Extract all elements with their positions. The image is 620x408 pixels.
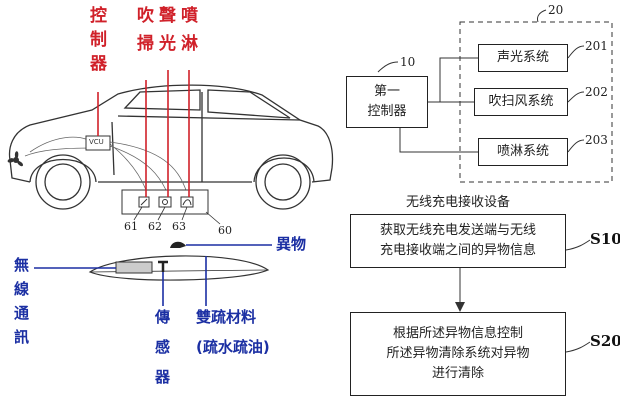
wireless-comm-label: 無 線 通 訊	[14, 256, 30, 346]
controller-connectors	[399, 57, 478, 153]
blow-sweep-system-box: 吹扫风系统	[474, 88, 568, 116]
system-callouts	[567, 45, 585, 153]
blue-leaders	[34, 244, 272, 306]
sound-light-system-box: 声光系统	[478, 44, 568, 72]
sensor-label: 傳 感 器	[155, 308, 171, 386]
system-number-203: 203	[585, 133, 608, 147]
sound-light-label: 聲 光	[159, 6, 176, 54]
device-module	[121, 189, 209, 215]
part-leaders	[133, 206, 221, 225]
blow-sweep-label: 吹 掃	[137, 6, 154, 54]
material-note: (疏水疏油)	[196, 338, 270, 356]
step-s20-box: 根据所述异物信息控制 所述异物清除系统对异物 进行清除	[350, 312, 566, 396]
controller-label: 控 制 器	[90, 6, 107, 74]
controller-line1: 第一	[373, 84, 400, 99]
foreign-object-label: 異物	[276, 235, 307, 253]
controller-callout	[377, 61, 399, 73]
part-number-63: 63	[172, 220, 186, 233]
vcu-text: VCU	[89, 138, 104, 146]
first-controller-box: 第一 控制器	[346, 76, 428, 128]
group-callout	[537, 9, 547, 23]
step-s20-id: S20	[590, 332, 620, 350]
material-label: 雙疏材料	[196, 308, 257, 326]
controller-number: 10	[400, 55, 416, 69]
controller-line2: 控制器	[367, 104, 407, 119]
step-s10-id: S10	[590, 230, 620, 248]
step-s10-box: 获取无线充电发送端与无线 充电接收端之间的异物信息	[350, 214, 566, 268]
sensor-element	[158, 260, 168, 272]
spray-system-box: 喷淋系统	[478, 138, 568, 166]
system-number-202: 202	[585, 85, 608, 99]
foreign-object-shape	[170, 241, 186, 248]
spray-label: 噴 淋	[181, 6, 198, 54]
front-wheel	[35, 154, 91, 210]
car-outline	[8, 84, 334, 183]
device-caption: 无线充电接收设备	[406, 195, 511, 210]
part-number-62: 62	[148, 220, 162, 233]
wireless-module	[115, 261, 153, 274]
red-leaders	[97, 70, 190, 197]
system-number-201: 201	[585, 39, 608, 53]
fan-icon	[7, 151, 23, 167]
rear-wheel	[255, 154, 311, 210]
step-callouts	[565, 239, 591, 353]
part-number-60: 60	[218, 224, 232, 237]
flow-arrow	[455, 268, 465, 312]
group-number: 20	[548, 3, 564, 17]
part-number-61: 61	[124, 220, 138, 233]
